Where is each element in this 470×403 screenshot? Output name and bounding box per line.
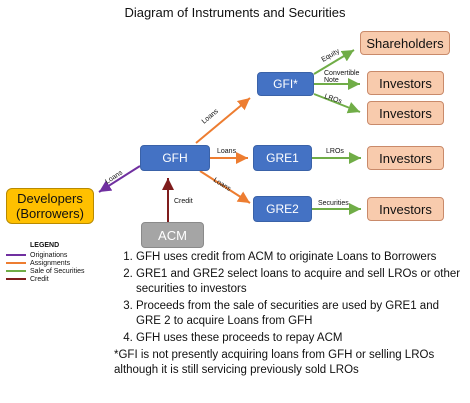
node-shareholders: Shareholders xyxy=(360,31,450,55)
notes: GFH uses credit from ACM to originate Lo… xyxy=(114,250,464,378)
edge-label-lros-gfi: LROs xyxy=(323,93,343,105)
edge-gfh-developers xyxy=(98,165,141,193)
edge-label-equity: Equity xyxy=(321,48,342,64)
edge-label-note: Note xyxy=(324,77,339,84)
developers-line2: (Borrowers) xyxy=(16,206,84,221)
node-investors-gre1: Investors xyxy=(367,146,444,170)
legend-label: Originations xyxy=(30,251,68,259)
diagram-title: Diagram of Instruments and Securities xyxy=(124,5,346,20)
legend-title: LEGEND xyxy=(30,242,60,249)
edge-label-loans-gre1: Loans xyxy=(217,148,237,155)
notes-list: GFH uses credit from ACM to originate Lo… xyxy=(114,250,464,346)
edge-label-loans-gre2: Loans xyxy=(212,177,232,193)
legend-swatch-originations xyxy=(6,254,26,256)
edge-label-lros-gre1: LROs xyxy=(326,148,344,155)
note-item: GRE1 and GRE2 select loans to acquire an… xyxy=(136,267,464,297)
note-item: Proceeds from the sale of securities are… xyxy=(136,299,464,329)
node-acm: ACM xyxy=(141,222,204,248)
legend-item-sale-of-securities: Sale of Securities xyxy=(6,267,84,275)
legend-item-assignments: Assignments xyxy=(6,259,84,267)
node-gfi: GFI* xyxy=(257,72,314,96)
node-investors-gfi-note: Investors xyxy=(367,71,444,95)
node-investors-gfi-lros: Investors xyxy=(367,101,444,125)
node-gfh: GFH xyxy=(140,145,210,171)
note-item: GFH uses credit from ACM to originate Lo… xyxy=(136,250,464,265)
note-item: GFH uses these proceeds to repay ACM xyxy=(136,331,464,346)
legend-label: Sale of Securities xyxy=(30,267,85,275)
legend-label: Assignments xyxy=(30,259,71,267)
edge-label-securities: Securities xyxy=(318,200,349,207)
footnote: *GFI is not presently acquiring loans fr… xyxy=(114,349,435,376)
node-gre2: GRE2 xyxy=(253,196,312,222)
legend-swatch-sale-of-securities xyxy=(6,270,26,272)
edge-gfi-shareholders xyxy=(313,49,355,75)
developers-line1: Developers xyxy=(17,191,83,206)
node-investors-gre2: Investors xyxy=(367,197,444,221)
legend-swatch-credit xyxy=(6,278,26,280)
node-developers: Developers (Borrowers) xyxy=(6,188,94,224)
node-gre1: GRE1 xyxy=(253,145,312,171)
legend: LEGEND Originations Assignments Sale of … xyxy=(6,242,84,283)
edge-label-loans-gfi: Loans xyxy=(201,108,220,126)
legend-swatch-assignments xyxy=(6,262,26,264)
edge-gfi-investors-lros xyxy=(313,93,361,114)
edge-label-convertible: Convertible xyxy=(324,70,360,77)
edge-gfh-gre2 xyxy=(199,170,251,204)
edge-gfh-gfi xyxy=(195,97,251,144)
legend-label: Credit xyxy=(30,275,49,283)
legend-item-credit: Credit xyxy=(6,275,84,283)
legend-item-originations: Originations xyxy=(6,251,84,259)
edge-label-credit: Credit xyxy=(174,198,193,205)
